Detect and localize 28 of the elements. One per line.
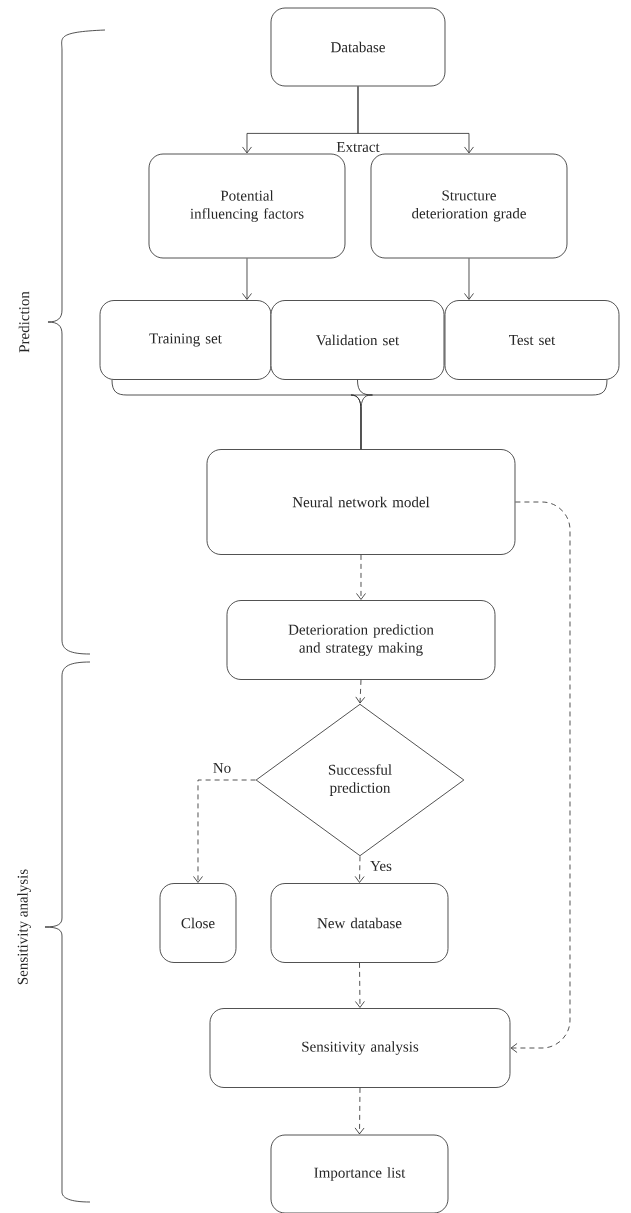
arrow bbox=[354, 1087, 365, 1135]
arrow bbox=[357, 86, 474, 154]
connector bbox=[360, 379, 608, 450]
process-box: New database bbox=[270, 883, 449, 963]
arrow bbox=[193, 779, 256, 883]
process-box: Importance list bbox=[270, 1134, 449, 1213]
process-box: Potential influencing factors bbox=[148, 153, 346, 259]
arrow bbox=[355, 679, 366, 704]
side-label: Prediction bbox=[18, 291, 30, 353]
side-label: Sensitivity analysis bbox=[17, 869, 31, 985]
process-box: Structure deterioration grade bbox=[370, 153, 568, 259]
edge-label: No bbox=[213, 763, 231, 773]
process-box: Deterioration prediction and strategy making bbox=[226, 600, 496, 680]
edge-label: Extract bbox=[336, 142, 380, 152]
arrow bbox=[355, 962, 365, 1008]
process-box: Test set bbox=[444, 300, 620, 380]
arrow bbox=[242, 258, 252, 300]
process-box: Sensitivity analysis bbox=[209, 1008, 511, 1088]
arrow bbox=[464, 258, 474, 300]
process-box: Training set bbox=[99, 300, 272, 380]
edge-label: Yes bbox=[370, 861, 392, 871]
arrow bbox=[356, 554, 366, 600]
process-box: Neural network model bbox=[206, 449, 516, 555]
process-box: Database bbox=[270, 7, 446, 87]
process-box: Validation set bbox=[270, 300, 445, 380]
arrow bbox=[510, 501, 571, 1053]
arrow bbox=[354, 855, 365, 883]
process-box: Close bbox=[159, 883, 237, 963]
